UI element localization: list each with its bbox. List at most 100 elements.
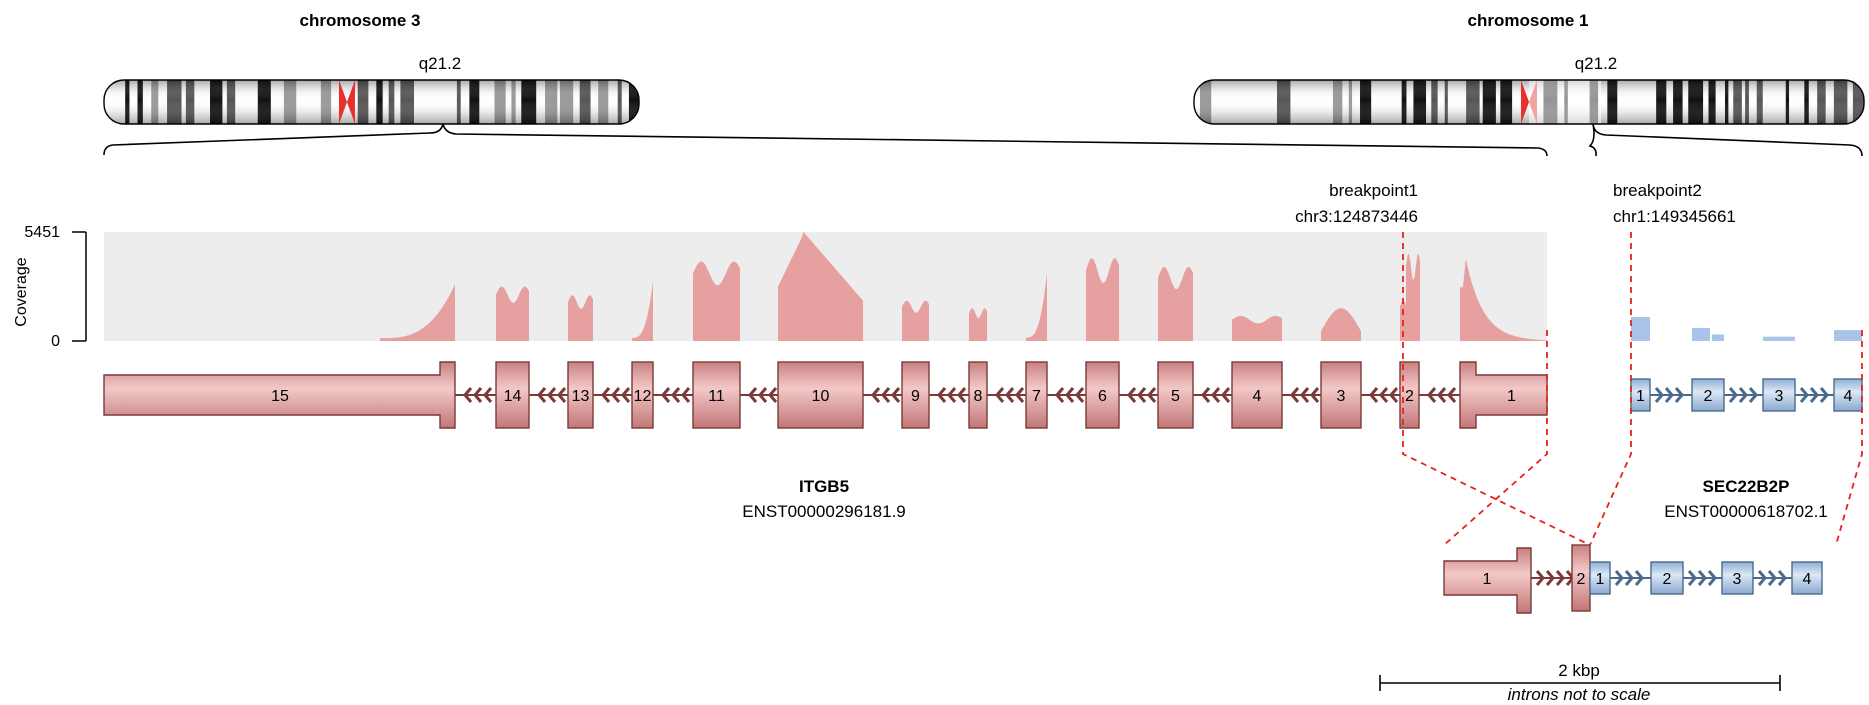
gene1-intron-arrow xyxy=(1147,387,1157,403)
chromosome-shading xyxy=(104,80,639,124)
gene1-exon xyxy=(1157,361,1194,429)
coverage-peak xyxy=(902,300,929,341)
fusion-exon xyxy=(1650,561,1684,595)
gene1-exon-label: 4 xyxy=(1253,388,1262,405)
gene1-exon xyxy=(495,361,530,429)
gene1-exon-label: 10 xyxy=(812,388,830,405)
gene1-intron-arrow xyxy=(621,387,631,403)
gene1-exon-label: 7 xyxy=(1032,388,1041,405)
coverage-gene1 xyxy=(380,232,1547,341)
fusion-exon-label: 2 xyxy=(1663,571,1672,588)
chromosome-right-ideogram xyxy=(1194,80,1864,124)
fusion-exon-label: 1 xyxy=(1483,571,1492,588)
gene1-exon-label: 15 xyxy=(271,388,289,405)
gene2-intron-arrow xyxy=(1728,387,1738,403)
fusion-intron-arrow xyxy=(1707,570,1717,586)
gene1-exon xyxy=(1231,361,1283,429)
gene1-intron-arrow xyxy=(1055,387,1065,403)
gene1-intron-arrow xyxy=(1015,387,1025,403)
gene1-exon xyxy=(1025,361,1048,429)
gene2-exon xyxy=(1833,378,1863,412)
gene1-exon xyxy=(1320,361,1362,429)
gene1-intron-arrow xyxy=(1447,387,1457,403)
fusion-intron-arrow xyxy=(1545,570,1555,586)
gene1-exon-label: 9 xyxy=(911,388,920,405)
gene1-exon xyxy=(103,361,456,429)
gene2-exon xyxy=(1762,378,1796,412)
gene1-intron-arrow xyxy=(1310,387,1320,403)
gene1-intron-arrow xyxy=(1005,387,1015,403)
breakpoint1-coord: chr3:124873446 xyxy=(1295,207,1418,226)
coverage-peak xyxy=(1692,327,1710,341)
coverage-peak xyxy=(693,261,740,341)
coverage-peak xyxy=(1321,308,1361,341)
fusion-exon-label: 3 xyxy=(1733,571,1742,588)
coverage-peak xyxy=(380,284,455,341)
gene1-exon-label: 11 xyxy=(708,388,725,405)
gene1-name: ITGB5 xyxy=(799,477,849,496)
gene1-exon xyxy=(1085,361,1120,429)
gene2-exon xyxy=(1691,378,1725,412)
gene1-intron-arrow xyxy=(473,387,483,403)
gene1-exon-label: 3 xyxy=(1337,388,1346,405)
coverage-peak xyxy=(496,286,529,341)
fusion-exon xyxy=(1589,561,1611,595)
fusion-exon xyxy=(1443,547,1532,614)
gene1-exon xyxy=(692,361,741,429)
fusion-intron-arrow xyxy=(1697,570,1707,586)
centromere xyxy=(339,80,355,124)
coverage-peak xyxy=(778,232,863,341)
gene1-exon xyxy=(631,361,654,429)
gene1-exon-label: 14 xyxy=(504,388,522,405)
coverage-peak xyxy=(1712,334,1724,341)
gene1-intron-arrow xyxy=(1127,387,1137,403)
gene1-exon xyxy=(567,361,594,429)
gene1-intron-arrow xyxy=(768,387,778,403)
gene1-intron-arrow xyxy=(1300,387,1310,403)
coverage-peak xyxy=(1460,258,1547,341)
chromosome-right-title: chromosome 1 xyxy=(1468,11,1589,30)
coverage-min-label: 0 xyxy=(51,333,60,350)
coverage-max-label: 5451 xyxy=(24,224,60,241)
chromosome-right-light-region xyxy=(1529,80,1601,124)
gene2-intron-arrow xyxy=(1738,387,1748,403)
gene1-intron-arrow xyxy=(681,387,691,403)
breakpoint2-coord: chr1:149345661 xyxy=(1613,207,1736,226)
coverage-peak xyxy=(632,281,653,341)
fusion-exon-label: 4 xyxy=(1803,571,1812,588)
coverage-peak xyxy=(1026,272,1047,341)
coverage-peak xyxy=(1406,253,1420,341)
gene1-intron-arrow xyxy=(1427,387,1437,403)
gene1-intron-arrow xyxy=(1065,387,1075,403)
gene1-intron-arrow xyxy=(483,387,493,403)
gene1-intron-arrow xyxy=(1211,387,1221,403)
breakpoint2-label: breakpoint2 xyxy=(1613,181,1702,200)
fusion-intron-arrow xyxy=(1624,570,1634,586)
gene1-intron-arrow xyxy=(1369,387,1379,403)
gene1-intron-arrow xyxy=(671,387,681,403)
chromosome-right-band: q21.2 xyxy=(1575,54,1618,73)
coverage-peak xyxy=(1158,266,1193,341)
gene1-exon-label: 2 xyxy=(1405,388,1414,405)
scale-note: introns not to scale xyxy=(1508,685,1651,704)
fusion-intron-arrow xyxy=(1614,570,1624,586)
gene1-exon xyxy=(968,361,988,429)
chromosome-left-outline xyxy=(103,79,640,125)
gene1-exon-label: 1 xyxy=(1507,388,1516,405)
chromosome-left-title: chromosome 3 xyxy=(300,11,421,30)
gene2-intron-arrow xyxy=(1674,387,1684,403)
gene1-exon-label: 8 xyxy=(974,388,983,405)
gene1-intron-arrow xyxy=(891,387,901,403)
gene1-intron-arrow xyxy=(611,387,621,403)
gene1-intron-arrow xyxy=(937,387,947,403)
gene2-intron-arrow xyxy=(1654,387,1664,403)
gene1-exon-label: 12 xyxy=(634,388,652,405)
gene2-intron-arrow xyxy=(1799,387,1809,403)
coverage-peak xyxy=(1834,330,1862,341)
gene1-intron-arrow xyxy=(957,387,967,403)
gene1-exon-label: 13 xyxy=(572,388,590,405)
gene1-start-connector xyxy=(1443,330,1548,546)
